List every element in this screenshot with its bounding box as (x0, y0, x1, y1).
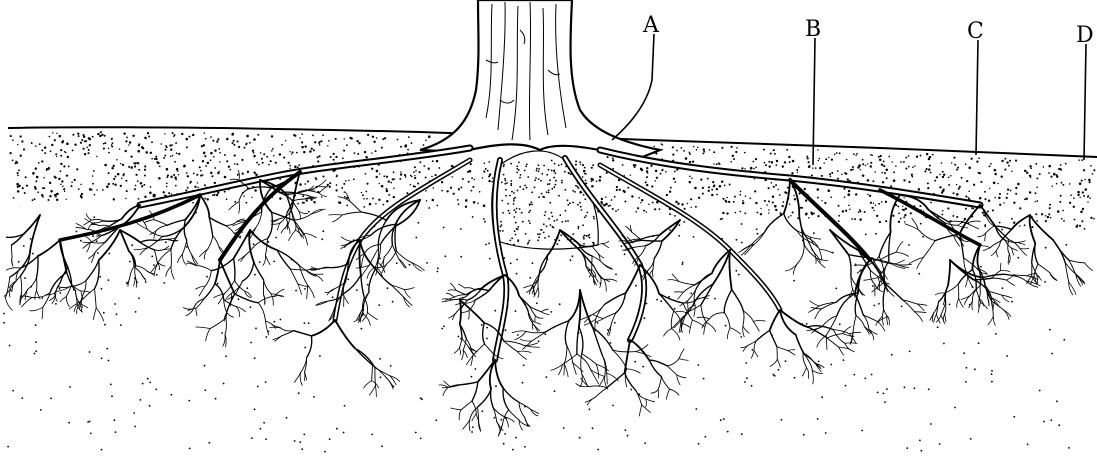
leader-line-a (612, 34, 654, 140)
label-c: C (967, 19, 984, 44)
label-b: B (805, 17, 821, 42)
tree-trunk (420, 0, 660, 158)
leader-line-d (1084, 44, 1086, 160)
label-d: D (1076, 23, 1094, 48)
label-a: A (642, 13, 660, 38)
leader-line-c (976, 40, 978, 155)
